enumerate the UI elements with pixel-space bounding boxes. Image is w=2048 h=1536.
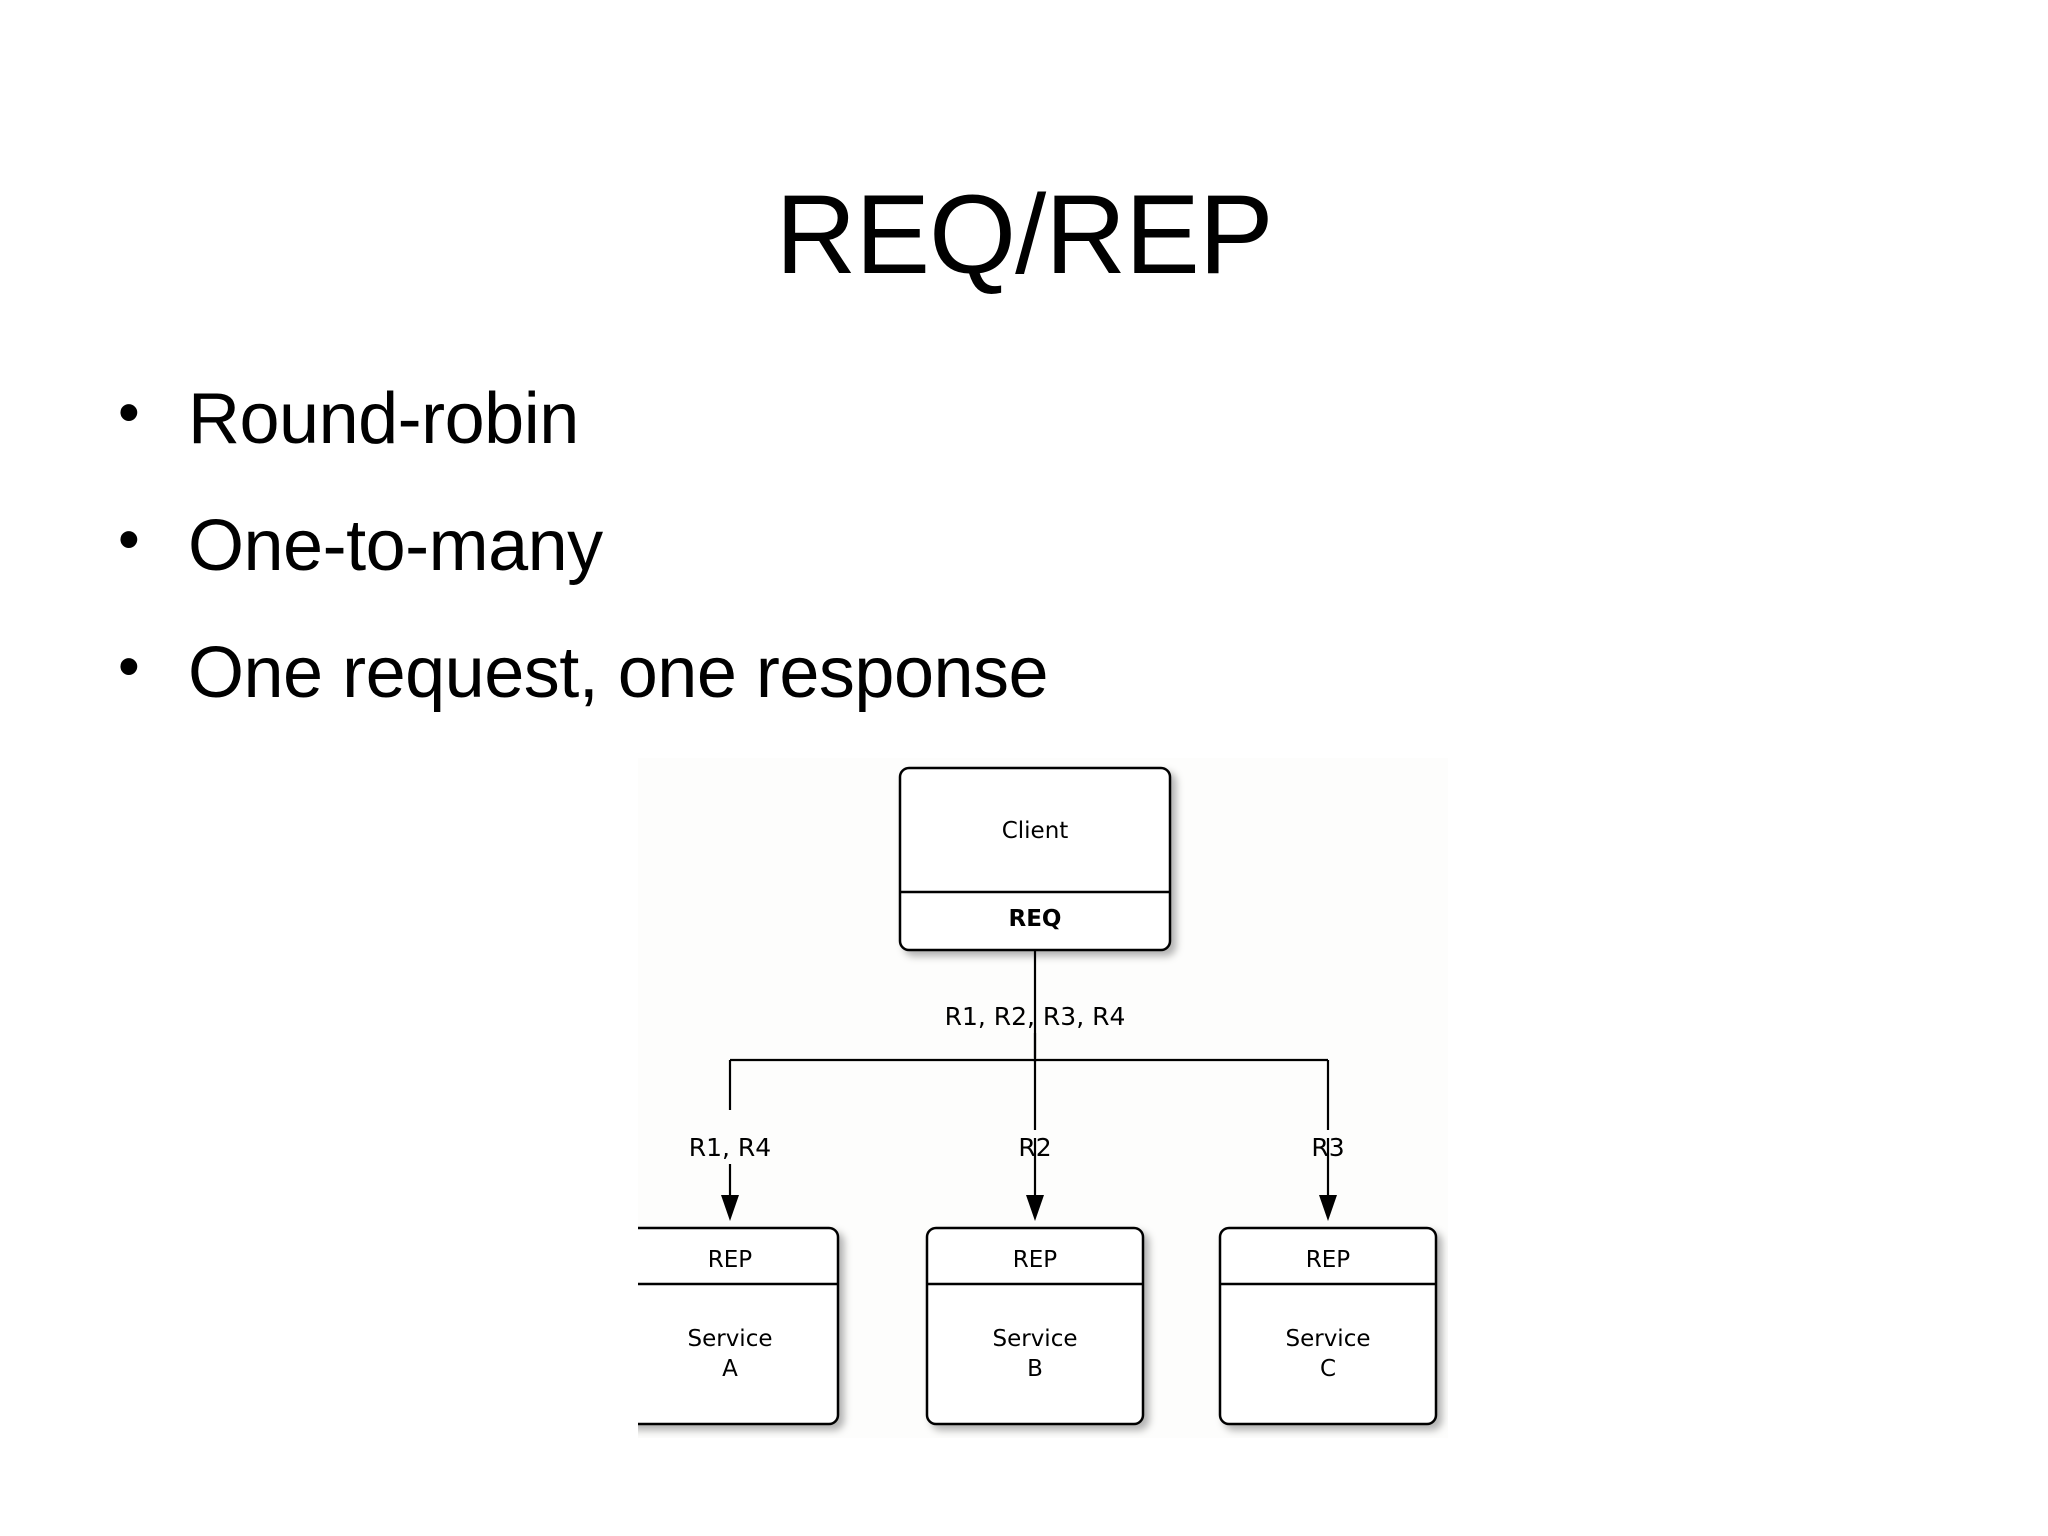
list-item: • One request, one response — [118, 626, 1618, 721]
bullet-marker-icon: • — [118, 505, 140, 575]
client-name-label: Client — [1002, 818, 1069, 844]
list-item: • Round-robin — [118, 372, 1618, 467]
branch-a-arrowhead-icon — [721, 1195, 739, 1221]
service-b-name-line1: Service — [992, 1326, 1077, 1352]
service-a-node: REP Service A — [638, 1226, 840, 1426]
branch-a-label: R1, R4 — [689, 1133, 771, 1162]
service-b-box — [925, 1226, 1145, 1426]
service-a-box — [638, 1226, 840, 1426]
branch-c: R3 — [1311, 1060, 1345, 1221]
client-socket-label: REQ — [1009, 906, 1062, 932]
service-c-name-line2: C — [1320, 1356, 1336, 1382]
bullet-marker-icon: • — [118, 632, 140, 702]
service-c-name-line1: Service — [1285, 1326, 1370, 1352]
bullet-text: One request, one response — [188, 633, 1049, 714]
diagram-canvas: Client REQ R1, R2, R3, R4 R1, R4 R2 R3 — [638, 766, 1438, 1426]
branch-b-arrowhead-icon — [1026, 1195, 1044, 1221]
list-item: • One-to-many — [118, 499, 1618, 594]
bullet-text: Round-robin — [188, 379, 579, 459]
service-c-node: REP Service C — [1218, 1226, 1438, 1426]
service-a-name-line2: A — [722, 1356, 738, 1382]
service-a-name-line1: Service — [687, 1326, 772, 1352]
service-b-node: REP Service B — [925, 1226, 1145, 1426]
reqrep-diagram: Client REQ R1, R2, R3, R4 R1, R4 R2 R3 — [638, 758, 1448, 1438]
trunk-label: R1, R2, R3, R4 — [945, 1002, 1126, 1031]
bullet-text: One-to-many — [188, 506, 603, 587]
service-c-box — [1218, 1226, 1438, 1426]
service-b-name-line2: B — [1027, 1356, 1043, 1382]
page-title: REQ/REP — [775, 172, 1273, 298]
bullet-list: • Round-robin • One-to-many • One reques… — [118, 372, 1618, 753]
service-c-socket-label: REP — [1306, 1247, 1351, 1273]
bullet-marker-icon: • — [118, 378, 140, 447]
branch-a: R1, R4 — [689, 1060, 771, 1221]
service-a-socket-label: REP — [708, 1247, 753, 1273]
client-node: Client REQ — [898, 766, 1172, 952]
service-b-socket-label: REP — [1013, 1247, 1058, 1273]
branch-b: R2 — [1018, 1060, 1052, 1221]
branch-c-arrowhead-icon — [1319, 1195, 1337, 1221]
